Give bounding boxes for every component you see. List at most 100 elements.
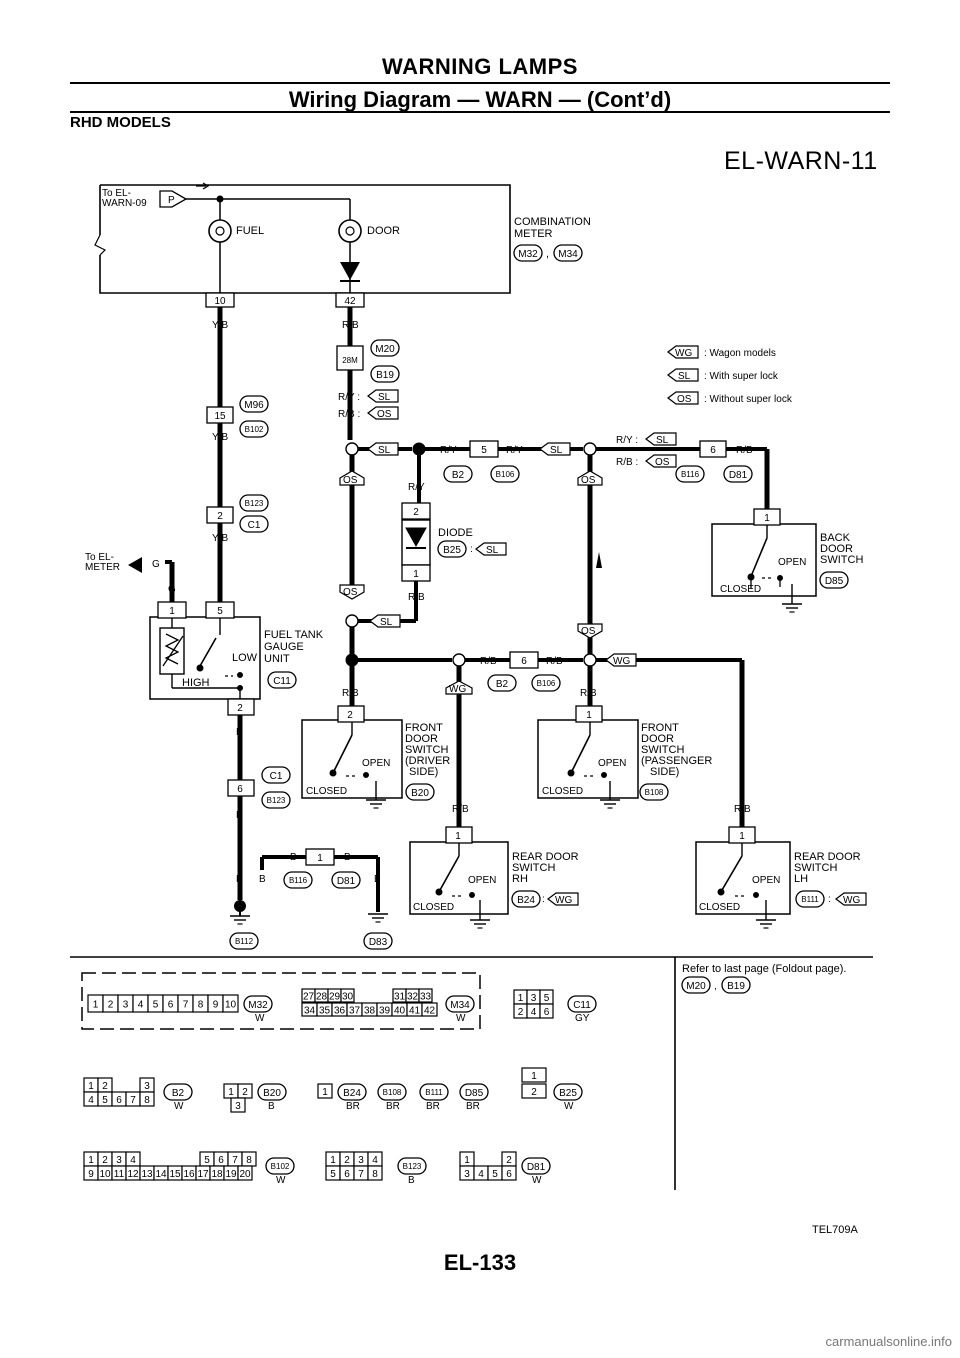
svg-text:B2: B2	[172, 1088, 185, 1099]
m34-pin-label: 31	[394, 992, 406, 1003]
b102-pin-label: 5	[204, 1155, 210, 1166]
svg-text:Y/B: Y/B	[212, 533, 228, 544]
front-passenger-door-switch	[537, 705, 639, 809]
m34-tag: M34	[558, 249, 578, 260]
svg-text:B: B	[290, 852, 297, 863]
front-driver-door-switch	[301, 705, 403, 809]
svg-text:OPEN: OPEN	[468, 875, 496, 886]
svg-text:DOOR: DOOR	[820, 543, 853, 555]
b123-pin-label: 5	[330, 1169, 336, 1180]
svg-text:P: P	[168, 195, 175, 206]
svg-text:6: 6	[710, 445, 716, 456]
svg-text:(PASSENGER: (PASSENGER	[641, 755, 712, 767]
svg-text:R/B: R/B	[408, 592, 425, 603]
svg-text:D81: D81	[729, 470, 748, 481]
m34-pin	[418, 988, 433, 1003]
b123-pin-label: 6	[344, 1169, 350, 1180]
b102-pin-label: 1	[88, 1155, 94, 1166]
svg-text:BR: BR	[386, 1101, 400, 1112]
svg-text::: :	[542, 894, 545, 905]
models-label: RHD MODELS	[70, 114, 171, 131]
svg-text:B19: B19	[727, 981, 745, 992]
diode-label: DIODE	[438, 527, 473, 539]
svg-text:B116: B116	[681, 470, 700, 479]
to-el-warn09-1: To EL-	[102, 188, 131, 199]
m34-pin-label: 28	[316, 992, 328, 1003]
svg-text:R/Y: R/Y	[408, 482, 425, 493]
legend-super-lock: : With super lock	[704, 371, 779, 382]
svg-text:SL: SL	[678, 371, 691, 382]
b112-tag: B112	[235, 937, 254, 946]
m32-pin-label: 6	[168, 1000, 174, 1011]
d81-pin-label: 4	[478, 1169, 484, 1180]
m96-tag: M96	[244, 400, 264, 411]
svg-text:SWITCH: SWITCH	[405, 744, 448, 756]
b123-pin	[367, 1165, 383, 1181]
connector-panel: Refer to last page (Foldout page). M20 ,…	[70, 956, 873, 1190]
door-lamp-label: DOOR	[367, 225, 400, 237]
svg-text:SL: SL	[378, 392, 391, 403]
svg-text:B116: B116	[289, 876, 308, 885]
m34-pin-label: 30	[342, 992, 354, 1003]
svg-text:M34: M34	[450, 1000, 470, 1011]
meter-diode-icon	[340, 262, 360, 280]
section-title: WARNING LAMPS	[382, 54, 578, 79]
b24-pin-label: 1	[322, 1087, 328, 1098]
svg-text:2: 2	[237, 703, 243, 714]
m34-pin-label: 33	[420, 992, 432, 1003]
m32-pin-label: 1	[93, 1000, 99, 1011]
svg-text:W: W	[532, 1175, 542, 1186]
footer-source: carmanualsonline.info	[825, 1334, 952, 1349]
svg-text:WG: WG	[555, 895, 572, 906]
b102-pin-label: 12	[127, 1169, 139, 1180]
svg-text:B: B	[236, 727, 243, 738]
svg-text:BR: BR	[466, 1101, 480, 1112]
svg-text:B25: B25	[443, 545, 461, 556]
m32-pin	[222, 994, 239, 1013]
svg-text:OS: OS	[343, 475, 358, 486]
svg-text:OS: OS	[343, 587, 358, 598]
svg-text:REAR DOOR: REAR DOOR	[512, 851, 579, 863]
to-el-warn09-2: WARN-09	[102, 198, 147, 209]
svg-text:FRONT: FRONT	[405, 722, 443, 734]
b102-pin-label: 16	[183, 1169, 195, 1180]
svg-text:B20: B20	[411, 788, 429, 799]
svg-text:28M: 28M	[342, 356, 358, 365]
b2-pin-label: 3	[144, 1081, 150, 1092]
b102-pin-label: 17	[197, 1169, 209, 1180]
b25-pin-label: 2	[531, 1087, 537, 1098]
svg-text:R/Y: R/Y	[440, 445, 457, 456]
svg-text:R/Y :: R/Y :	[338, 392, 360, 403]
page-subtitle: Wiring Diagram — WARN — (Cont’d)	[288, 87, 672, 112]
b2-pin	[139, 1091, 155, 1107]
svg-text:LH: LH	[794, 873, 808, 885]
svg-text:2: 2	[217, 511, 223, 522]
c11-pin-label: 1	[518, 993, 524, 1004]
svg-text:B: B	[236, 810, 243, 821]
svg-text:SL: SL	[550, 445, 563, 456]
door-circuit	[336, 307, 770, 827]
svg-text:B123: B123	[403, 1162, 422, 1171]
b102-pin-label: 2	[102, 1155, 108, 1166]
svg-text:M20: M20	[686, 981, 706, 992]
c11-pin	[539, 1003, 554, 1019]
d81-pin-label: 6	[506, 1169, 512, 1180]
svg-text:CLOSED: CLOSED	[699, 902, 740, 913]
svg-text:OPEN: OPEN	[778, 557, 806, 568]
d83-tag: D83	[369, 937, 388, 948]
m32-pin-label: 10	[225, 1000, 237, 1011]
door-lamp-icon	[338, 219, 362, 243]
svg-text:R/B: R/B	[546, 656, 563, 667]
header-rule-bottom	[70, 111, 890, 113]
m34-pin-label: 40	[394, 1006, 406, 1017]
c11-pin-label: 4	[531, 1007, 537, 1018]
b20-pin-label: 2	[242, 1087, 248, 1098]
svg-text:METER: METER	[85, 562, 120, 573]
figure-id: TEL709A	[812, 1224, 858, 1236]
svg-text:R/Y: R/Y	[506, 445, 523, 456]
b2-pin-label: 7	[130, 1095, 136, 1106]
legend-no-super-lock: : Without super lock	[704, 394, 793, 405]
b102-pin-label: 15	[169, 1169, 181, 1180]
svg-text:BACK: BACK	[820, 532, 851, 544]
svg-text:R/B: R/B	[342, 688, 359, 699]
